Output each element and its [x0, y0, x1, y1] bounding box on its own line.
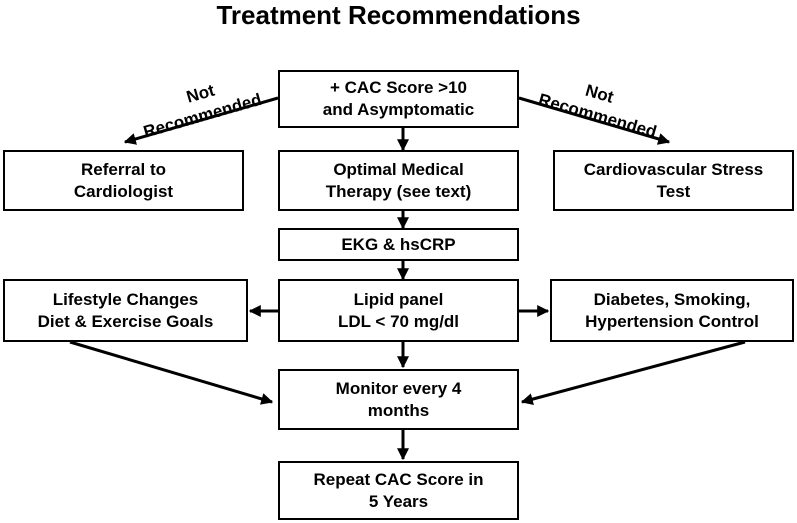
- arrow-cac-to-referral: [123, 96, 279, 145]
- lipid-line2: LDL < 70 mg/dl: [337, 311, 460, 331]
- arrow-cac-to-stress: [518, 96, 671, 145]
- lifestyle-line1: Lifestyle Changes: [52, 289, 199, 309]
- ekg-line1: EKG & hsCRP: [341, 234, 456, 254]
- lipid-panel-node: Lipid panel LDL < 70 mg/dl: [278, 279, 519, 342]
- cac-score-line2: and Asymptomatic: [322, 100, 475, 119]
- repeat-line2: 5 Years: [368, 491, 429, 511]
- diabetes-line1: Diabetes, Smoking,: [593, 289, 751, 309]
- risk-factor-control-node: Diabetes, Smoking, Hypertension Control: [550, 279, 794, 342]
- diagram-title: Treatment Recommendations: [216, 0, 581, 30]
- diabetes-line2: Hypertension Control: [585, 311, 759, 331]
- omt-line1: Optimal Medical: [333, 159, 464, 179]
- arrow-lifestyle-to-monitor: [69, 340, 274, 405]
- referral-line2: Cardiologist: [73, 181, 174, 201]
- monitor-node: Monitor every 4 months: [278, 369, 519, 430]
- lipid-line1: Lipid panel: [353, 289, 444, 309]
- monitor-line1: Monitor every 4: [335, 378, 462, 398]
- cac-score-line1: + CAC Score >10: [329, 78, 467, 97]
- repeat-line1: Repeat CAC Score in: [313, 469, 484, 489]
- referral-node: Referral to Cardiologist: [3, 150, 244, 211]
- stress-line1: Cardiovascular Stress: [583, 159, 764, 179]
- optimal-medical-therapy-node: Optimal Medical Therapy (see text): [278, 150, 519, 211]
- stress-test-node: Cardiovascular Stress Test: [553, 150, 794, 211]
- repeat-cac-node: Repeat CAC Score in 5 Years: [278, 461, 519, 520]
- arrow-diabetes-to-monitor: [520, 340, 746, 405]
- lifestyle-line2: Diet & Exercise Goals: [37, 311, 214, 331]
- monitor-line2: months: [367, 400, 430, 420]
- referral-line1: Referral to: [80, 159, 167, 179]
- cac-score-node: + CAC Score >10 and Asymptomatic: [278, 70, 519, 128]
- lifestyle-node: Lifestyle Changes Diet & Exercise Goals: [3, 279, 248, 342]
- ekg-node: EKG & hsCRP: [278, 228, 519, 261]
- stress-line2: Test: [656, 181, 691, 201]
- omt-line2: Therapy (see text): [325, 181, 472, 201]
